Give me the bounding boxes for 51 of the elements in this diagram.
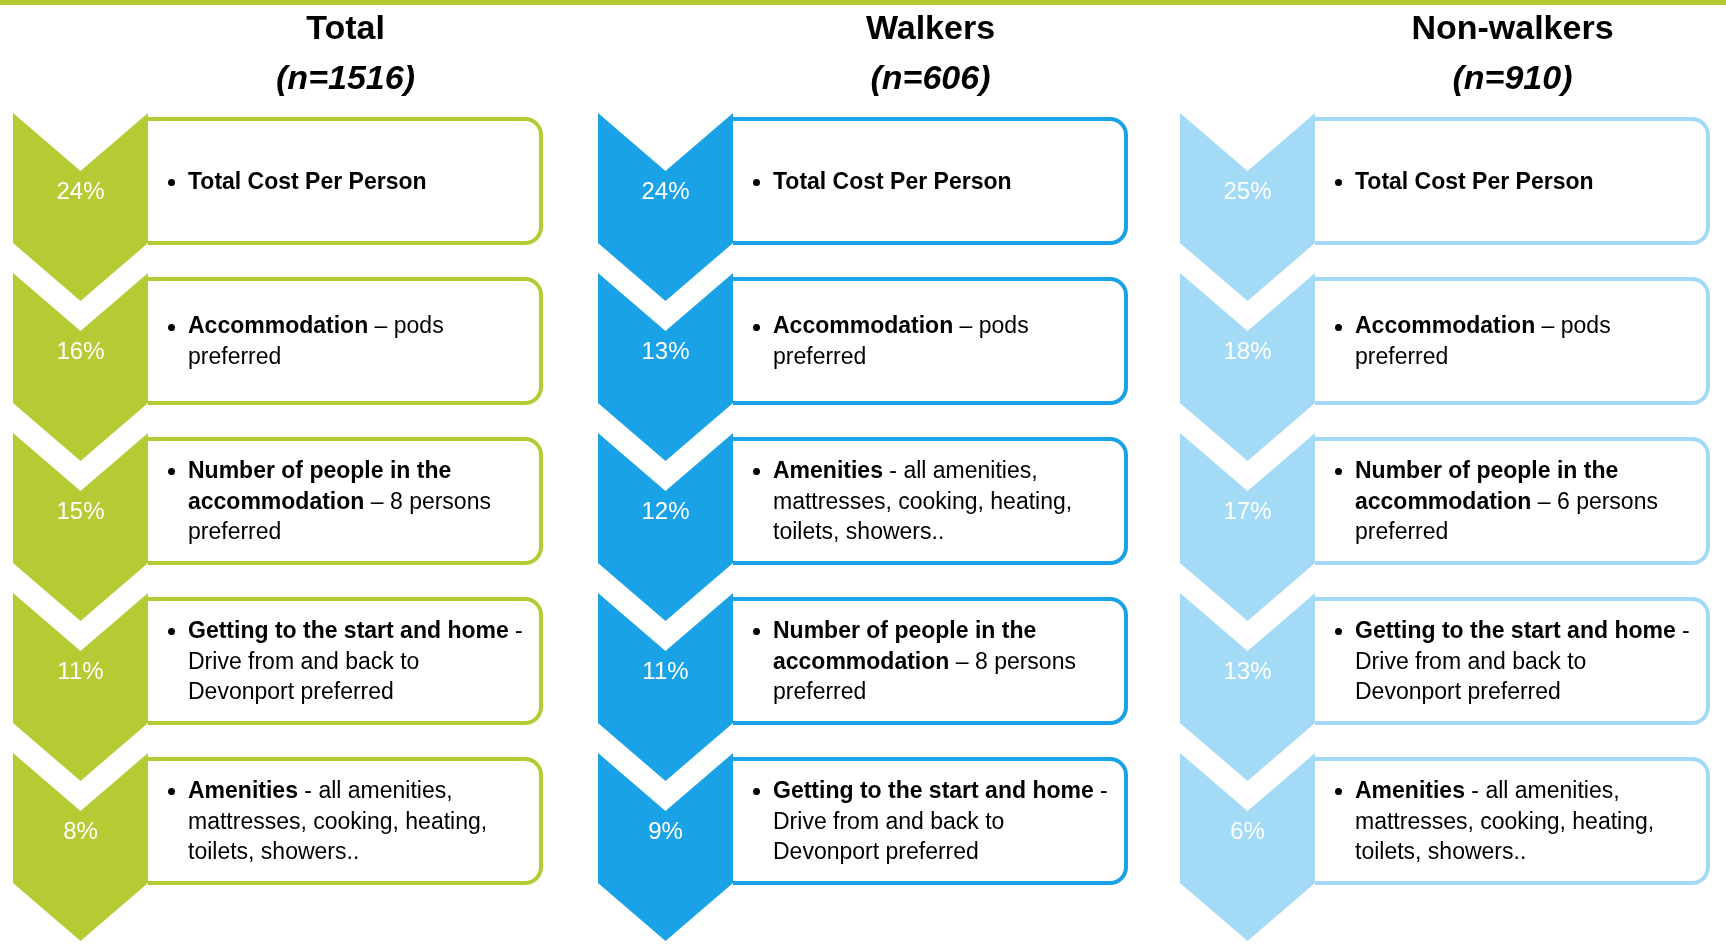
percentage-value: 8% bbox=[62, 817, 99, 845]
percentage-value: 25% bbox=[1222, 177, 1273, 205]
text-box bbox=[733, 437, 1128, 565]
heading-subtitle: (n=606) bbox=[869, 58, 992, 97]
column-heading: Total bbox=[305, 8, 386, 47]
text-box bbox=[148, 757, 543, 885]
text-box bbox=[148, 437, 543, 565]
percentage-value: 15% bbox=[55, 497, 106, 525]
percentage-value: 17% bbox=[1222, 497, 1273, 525]
percentage-value: 13% bbox=[1222, 657, 1273, 685]
bullet-text: Number of people in the accommodation – 8 persons preferred bbox=[188, 456, 492, 547]
bullet-text: Amenities - all amenities, mattresses, cooking, heating, toilets, showers.. bbox=[1355, 776, 1656, 867]
bullet-text: Getting to the start and home - Drive from and back to Devonport preferred bbox=[1355, 616, 1691, 707]
bullet-text: Accommodation – pods preferred bbox=[188, 311, 445, 371]
percentage-value: 24% bbox=[55, 177, 106, 205]
text-box bbox=[733, 277, 1128, 405]
bullet-text: Total Cost Per Person bbox=[1355, 166, 1595, 196]
text-box bbox=[1315, 117, 1710, 245]
text-box bbox=[1315, 277, 1710, 405]
percentage-value: 9% bbox=[647, 817, 684, 845]
text-box bbox=[733, 117, 1128, 245]
text-box bbox=[1315, 597, 1710, 725]
bullet-text: Amenities - all amenities, mattresses, cooking, heating, toilets, showers.. bbox=[773, 456, 1074, 547]
column-heading: Walkers bbox=[864, 8, 997, 47]
text-box bbox=[733, 597, 1128, 725]
percentage-value: 24% bbox=[640, 177, 691, 205]
percentage-value: 6% bbox=[1229, 817, 1266, 845]
text-box bbox=[733, 757, 1128, 885]
heading-subtitle: (n=1516) bbox=[275, 58, 416, 97]
text-box bbox=[1315, 757, 1710, 885]
text-box bbox=[1315, 437, 1710, 565]
bullet-text: Total Cost Per Person bbox=[773, 166, 1013, 196]
text-box bbox=[148, 277, 543, 405]
bullet-text: Getting to the start and home - Drive from and back to Devonport preferred bbox=[773, 776, 1109, 867]
percentage-value: 11% bbox=[56, 657, 105, 685]
percentage-value: 12% bbox=[640, 497, 691, 525]
bullet-text: Accommodation – pods preferred bbox=[1355, 311, 1612, 371]
bullet-text: Number of people in the accommodation – 8 persons preferred bbox=[773, 616, 1077, 707]
text-box bbox=[148, 117, 543, 245]
percentage-value: 11% bbox=[641, 657, 690, 685]
text-box bbox=[148, 597, 543, 725]
column-heading: Non-walkers bbox=[1410, 8, 1615, 47]
heading-subtitle: (n=910) bbox=[1451, 58, 1574, 97]
percentage-value: 16% bbox=[55, 337, 106, 365]
bullet-text: Accommodation – pods preferred bbox=[773, 311, 1030, 371]
percentage-value: 18% bbox=[1222, 337, 1273, 365]
bullet-text: Amenities - all amenities, mattresses, cooking, heating, toilets, showers.. bbox=[188, 776, 489, 867]
bullet-text: Number of people in the accommodation – 6 persons preferred bbox=[1355, 456, 1659, 547]
percentage-value: 13% bbox=[640, 337, 691, 365]
bullet-text: Getting to the start and home - Drive from and back to Devonport preferred bbox=[188, 616, 524, 707]
bullet-text: Total Cost Per Person bbox=[188, 166, 428, 196]
